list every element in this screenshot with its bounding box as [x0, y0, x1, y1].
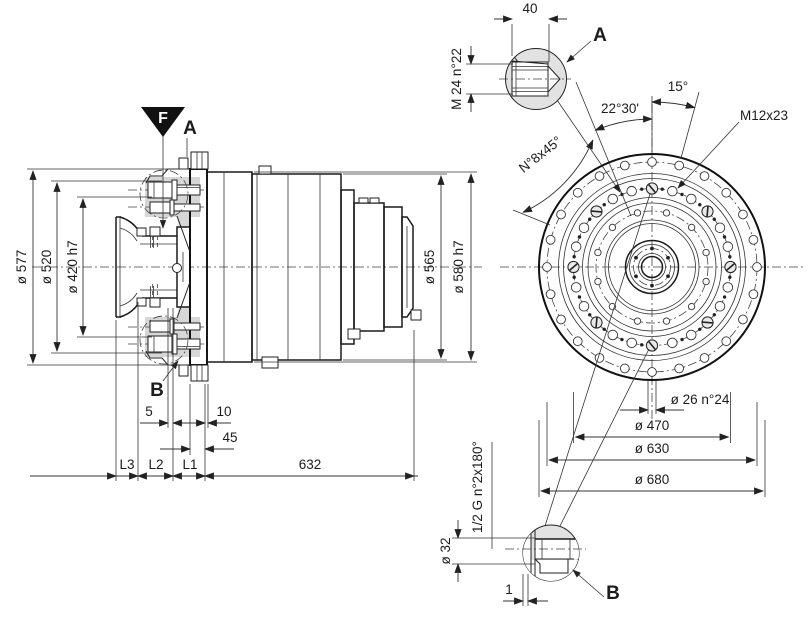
bolt-ring-m24-plugs [567, 182, 737, 352]
bolt-ring-outer-24 [542, 157, 762, 377]
detail-a-ref-label: A [183, 118, 197, 139]
dim-1-label: 1 [505, 582, 513, 597]
flange-center-hole [172, 263, 182, 273]
flange-top-stud [178, 157, 189, 170]
dim-40-label: 40 [522, 1, 537, 16]
dia-470-label: ø 470 [635, 418, 670, 433]
angle-15-label: 15° [668, 79, 688, 94]
side-right-dims: ø 565 ø 580 h7 [254, 171, 477, 363]
detail-a-title: A [593, 25, 607, 46]
dim-l2-label: L2 [148, 457, 163, 472]
side-diameter-dims: ø 577 ø 520 ø 420 h7 [14, 168, 186, 366]
detail-b-title: B [606, 583, 620, 604]
view-direction-flag: F [141, 107, 185, 229]
dia-520-label: ø 520 [39, 250, 54, 285]
detail-b-section [523, 525, 579, 581]
f-flag-triangle [141, 107, 185, 137]
dim-5-label: 5 [145, 404, 153, 419]
dia-680-label: ø 680 [635, 472, 670, 487]
dia-32-label: ø 32 [438, 537, 453, 564]
gearbox-housing [206, 165, 422, 369]
wheel-hub-bell [115, 216, 191, 318]
front-bottom-dims: ø 26 n°24 ø 470 ø 630 ø 680 [538, 380, 766, 497]
detail-a-callout-side: A [183, 118, 197, 157]
m12x23-label: M12x23 [740, 108, 788, 123]
side-view: F A B ø 577 ø 520 ø 420 h7 [14, 107, 482, 481]
n8x45-label: N°8x45° [516, 133, 565, 175]
detail-leader-lines [544, 99, 651, 529]
dia-580-label: ø 580 h7 [451, 240, 466, 293]
dia-630-label: ø 630 [635, 441, 670, 456]
flange-bolts-bottom [128, 315, 204, 365]
flange-bolts-top [128, 169, 204, 219]
detail-a-view: 40 M 24 n°22 A [449, 1, 607, 112]
dim-10-label: 10 [216, 404, 231, 419]
front-view: 15° 22°30' N°8x45° M12x23 ø 26 n°24 [500, 79, 806, 529]
detail-b-ref-label: B [150, 380, 164, 401]
dia-26-label: ø 26 n°24 [671, 392, 730, 407]
detail-b-callout-side: B [150, 360, 179, 401]
m12-holes [572, 187, 732, 347]
dim-l1-label: L1 [182, 457, 197, 472]
dim-45-label: 45 [222, 430, 237, 445]
angle-22-30-label: 22°30' [601, 101, 639, 116]
inner-hole-ring [594, 209, 710, 325]
thread-m24-label: M 24 n°22 [449, 48, 464, 110]
dim-l3-label: L3 [119, 457, 134, 472]
dia-577-label: ø 577 [14, 250, 29, 285]
f-flag-label: F [158, 110, 168, 127]
detail-a-region-circle [139, 169, 189, 219]
plug-label: 1/2 G n°2x180° [470, 441, 485, 533]
side-bottom-dims: 5 10 45 L3 L2 L1 632 [30, 302, 418, 481]
dim-632-label: 632 [299, 457, 322, 472]
detail-b-view: ø 32 1/2 G n°2x180° 1 B [438, 441, 620, 606]
dia-565-label: ø 565 [422, 250, 437, 285]
dia-420-label: ø 420 h7 [65, 240, 80, 293]
detail-b-region-circle [139, 315, 189, 365]
center-bolt-dots [634, 246, 670, 288]
